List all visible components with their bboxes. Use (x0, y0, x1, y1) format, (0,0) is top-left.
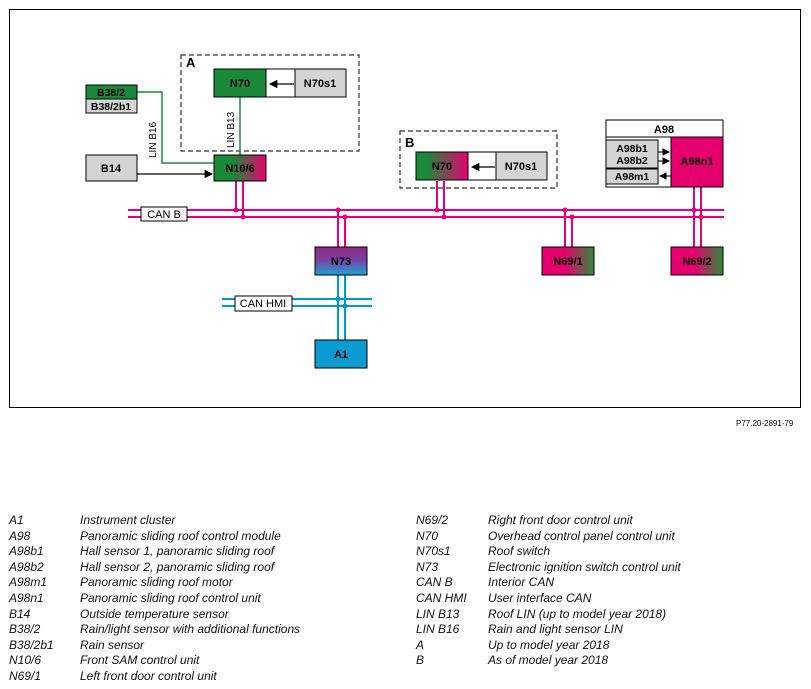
n73-label: N73 (331, 256, 351, 268)
n10-6-box (213, 154, 267, 182)
legend-code: N69/1 (9, 669, 42, 683)
b38-2b1-label: B38/2b1 (91, 101, 131, 113)
a98b1-label: A98b1 (616, 143, 648, 155)
lin-b16-line (137, 91, 214, 164)
diagram-frame (9, 9, 801, 408)
legend-description: Electronic ignition switch control unit (488, 559, 681, 574)
legend-code: A1 (9, 513, 24, 527)
can-hmi-label: CAN HMI (240, 298, 286, 310)
legend-code: N70 (416, 528, 439, 543)
n70-b-box (415, 151, 469, 181)
b38-2-label: B38/2 (97, 87, 125, 99)
legend-description: Interior CAN (488, 575, 555, 590)
legend-code: B (416, 653, 425, 668)
b14-label: B14 (101, 163, 122, 175)
legend-code: N69/2 (416, 513, 449, 527)
legend-code: N70s1 (416, 544, 451, 559)
legend-description: Instrument cluster (80, 513, 176, 527)
n73-box (314, 246, 368, 276)
legend-code: B14 (9, 606, 31, 621)
can-b-label-box (140, 206, 188, 222)
b14-box (85, 154, 138, 182)
figure-reference: P77.20-2891-79 (736, 419, 794, 428)
a98-label: A98 (654, 124, 674, 136)
legend-code: CAN B (416, 575, 453, 590)
legend-description: Roof LIN (up to model year 2018) (488, 606, 667, 621)
can-b-drops (235, 181, 702, 247)
a1-box (314, 339, 368, 369)
legend-code: B38/2b1 (9, 637, 54, 652)
n70-a-label: N70 (230, 78, 250, 90)
legend-description: Rain sensor (80, 637, 145, 652)
n70-a-port (265, 68, 296, 98)
legend-code: B38/2 (9, 622, 41, 637)
legend-code: A98m1 (9, 575, 48, 590)
can-hmi-junctions (335, 296, 348, 309)
n70-b-label: N70 (432, 161, 452, 173)
legend-description: Panoramic sliding roof control unit (80, 591, 261, 605)
legend-description: Rain and light sensor LIN (488, 622, 623, 637)
a1-label: A1 (334, 349, 348, 361)
legend-code: LIN B16 (416, 622, 460, 637)
legend-description: Rain/light sensor with additional functi… (80, 622, 301, 637)
n70s1-a-box (294, 68, 347, 98)
legend-description: Panoramic sliding roof control module (80, 528, 281, 543)
a98m1-label: A98m1 (615, 171, 650, 183)
n69-1-label: N69/1 (553, 256, 582, 268)
a98m1-box (605, 168, 659, 185)
legend-description: Hall sensor 2, panoramic sliding roof (80, 559, 275, 574)
n70s1-b-label: N70s1 (505, 161, 537, 173)
lin-b16-label: LIN B16 (148, 121, 159, 158)
legend-code: CAN HMI (416, 591, 467, 605)
legend-description: Overhead control panel control unit (488, 528, 675, 543)
frame-a (180, 54, 360, 152)
can-b-label: CAN B (147, 209, 181, 221)
n10-6-label: N10/6 (225, 163, 254, 175)
legend-description: As of model year 2018 (488, 653, 609, 668)
lin-b13-label: LIN B13 (226, 111, 237, 148)
legend-code: A98 (9, 528, 31, 543)
frame-b-label: B (405, 135, 414, 150)
n69-2-label: N69/2 (682, 256, 711, 268)
legend-description: Up to model year 2018 (488, 637, 610, 652)
can-b-junctions (233, 207, 704, 220)
n70s1-a-label: N70s1 (304, 78, 336, 90)
legend-description: Left front door control unit (80, 669, 217, 683)
legend-code: A98b2 (9, 559, 44, 574)
legend-code: A (416, 637, 425, 652)
a98n1-label: A98n1 (680, 156, 713, 168)
frame-a-label: A (186, 55, 196, 70)
can-hmi-label-box (234, 295, 293, 312)
legend-code: LIN B13 (416, 606, 460, 621)
legend-code: N73 (416, 559, 439, 574)
legend-description: Front SAM control unit (80, 653, 200, 668)
n69-1-box (541, 246, 595, 276)
legend-description: User interface CAN (488, 591, 592, 605)
a98n1-box (670, 136, 724, 188)
frame-b (399, 130, 558, 189)
a98b1-b2-box (605, 139, 659, 169)
b38-2b1-box (85, 98, 138, 114)
n70-a-box (213, 68, 267, 98)
network-diagram: A B CAN B CAN HMI LIN B16 LIN (85, 54, 724, 369)
legend-description: Right front door control unit (488, 513, 633, 527)
legend-code: A98b1 (9, 544, 44, 559)
n70s1-b-box (495, 151, 548, 181)
legend-code: A98n1 (9, 591, 44, 605)
legend-code: N10/6 (9, 653, 42, 668)
legend-description: Panoramic sliding roof motor (80, 575, 233, 590)
n70-b-port (467, 151, 497, 181)
legend-description: Outside temperature sensor (80, 606, 229, 621)
n69-2-box (670, 246, 724, 276)
legend-description: Hall sensor 1, panoramic sliding roof (80, 544, 275, 559)
legend-description: Roof switch (488, 544, 551, 559)
a98b2-label: A98b2 (616, 155, 648, 167)
